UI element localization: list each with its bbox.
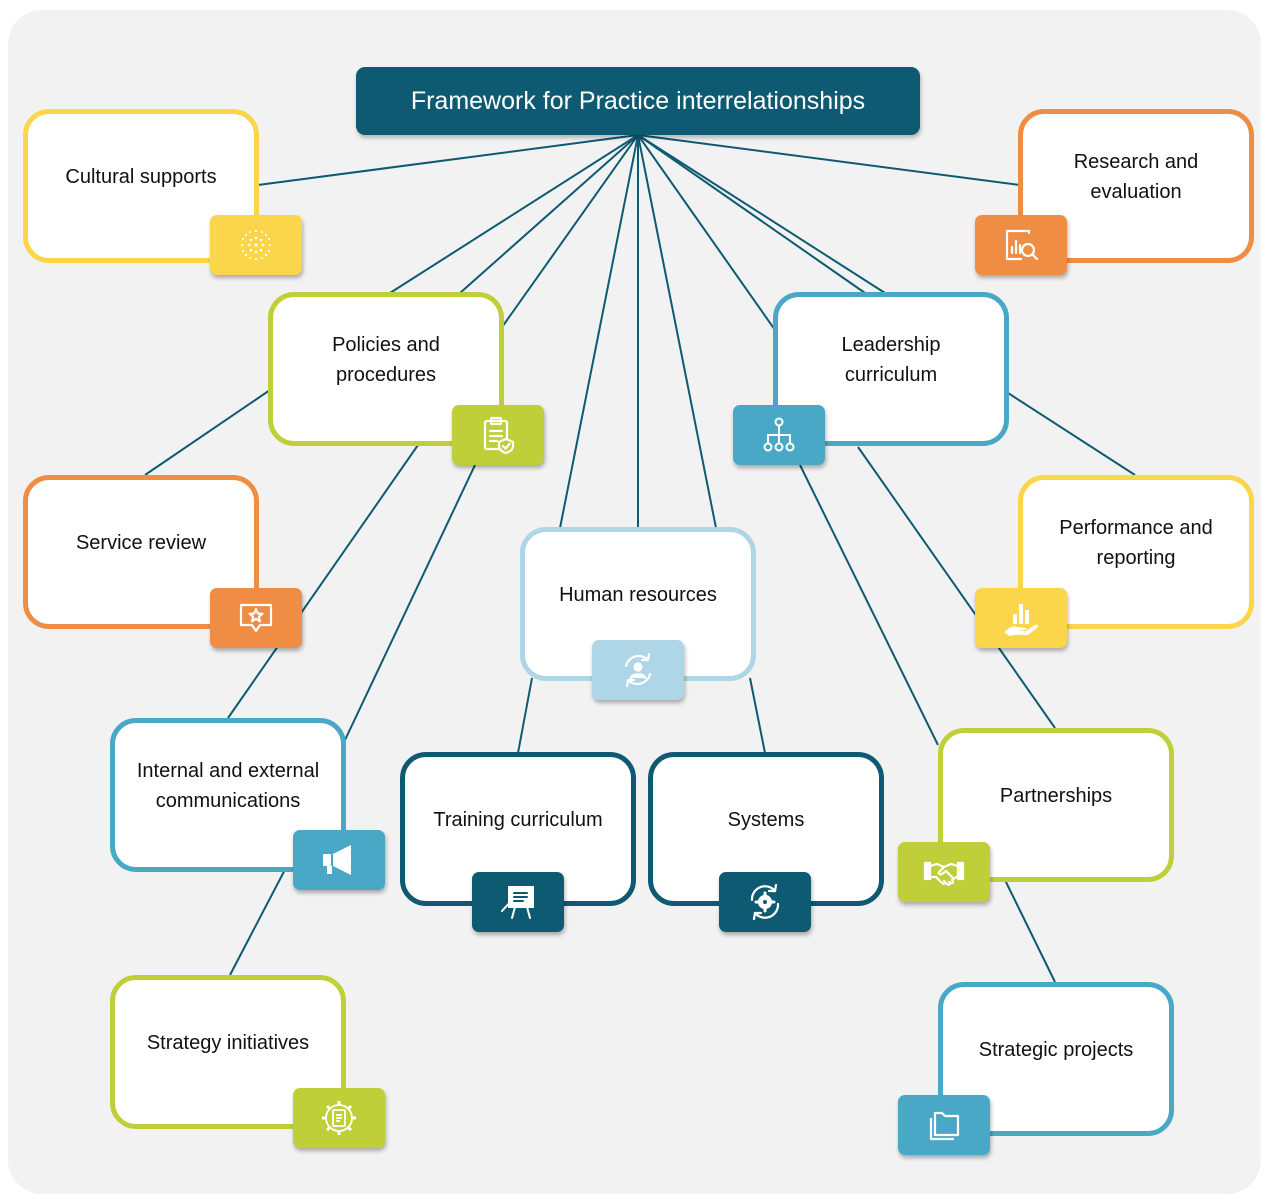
node-label: Cultural supports xyxy=(65,166,217,188)
node-label: Performance and reporting xyxy=(1059,517,1213,569)
node-label: Strategic projects xyxy=(978,1039,1134,1061)
megaphone-icon xyxy=(293,830,385,890)
link-partnerships-strategic xyxy=(1004,879,1056,983)
chart-magnifier-icon xyxy=(975,215,1067,275)
person-cycle-icon xyxy=(592,640,684,700)
node-label: Strategy initiatives xyxy=(146,1032,310,1054)
link-performance xyxy=(637,134,776,331)
link-service-review xyxy=(499,134,639,331)
gear-document-icon xyxy=(293,1088,385,1148)
node-strategic-projects: Strategic projects xyxy=(938,982,1174,1136)
node-label: Partnerships xyxy=(999,785,1113,807)
dot-pattern-icon xyxy=(210,215,302,275)
link-cultural-supports xyxy=(257,134,639,186)
hierarchy-icon xyxy=(733,405,825,465)
link-hr-training xyxy=(517,677,533,754)
link-leadership-left xyxy=(637,134,866,294)
node-label: Policies and procedures xyxy=(332,334,440,386)
link-policies-communications-2 xyxy=(344,464,476,741)
node-label: Systems xyxy=(727,809,805,831)
link-hr-systems xyxy=(749,677,766,754)
node-service-review: Service review xyxy=(23,475,259,629)
link-policies-right xyxy=(459,134,639,294)
node-label: Human resources xyxy=(559,584,717,606)
node-label: Research and evaluation xyxy=(1073,151,1199,203)
node-label: Service review xyxy=(75,532,207,554)
node-label: Training curriculum xyxy=(433,809,603,831)
speech-bubble-star-icon xyxy=(210,588,302,648)
diagram-title: Framework for Practice interrelationship… xyxy=(356,67,920,135)
folders-icon xyxy=(898,1095,990,1155)
hand-chart-icon xyxy=(975,588,1067,648)
link-systems xyxy=(637,134,717,529)
link-communications-strategy xyxy=(229,859,291,976)
link-leadership-partnerships-2 xyxy=(857,446,1056,729)
node-label: Leadership curriculum xyxy=(841,334,941,386)
presentation-board-icon xyxy=(472,872,564,932)
link-policies-left xyxy=(389,134,639,294)
link-policies-service xyxy=(144,389,271,476)
link-leadership-performance xyxy=(1007,392,1136,476)
link-leadership-right xyxy=(637,134,886,294)
link-policies-communications xyxy=(227,444,419,719)
clipboard-shield-icon xyxy=(452,405,544,465)
link-leadership-partnerships xyxy=(799,464,939,746)
link-training xyxy=(559,134,639,529)
link-research-and-evaluation xyxy=(637,134,1021,186)
handshake-icon xyxy=(898,842,990,902)
node-label: Internal and external communications xyxy=(136,760,320,812)
gear-cycle-icon xyxy=(719,872,811,932)
